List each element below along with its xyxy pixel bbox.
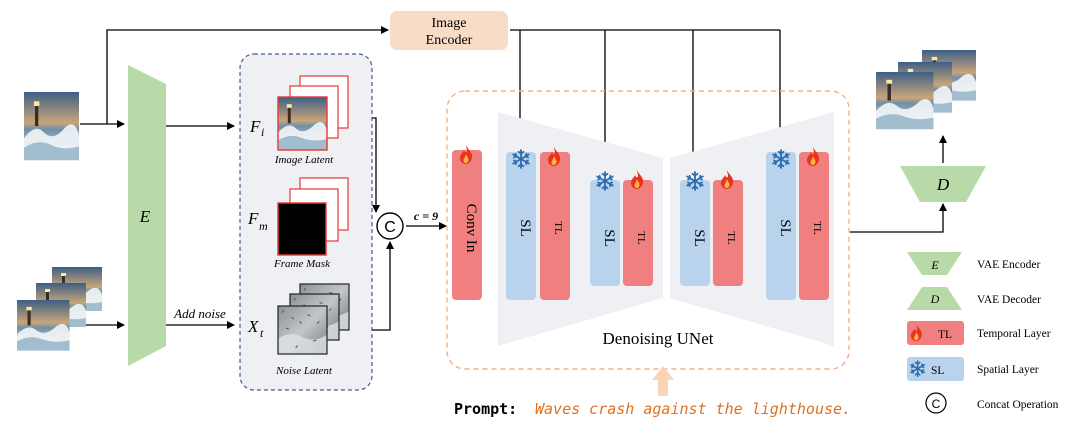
legend-encoder-letter: E — [930, 258, 939, 272]
legend-temporal-swatch — [907, 321, 964, 345]
sl-label-2: SL — [601, 229, 617, 247]
unet-dashed-box — [446, 90, 850, 370]
fm-subscript: m — [259, 219, 268, 233]
legend: E VAE Encoder D VAE Decoder TL Temporal … — [907, 252, 1059, 414]
concat-symbol: C — [384, 219, 396, 236]
tl-label-1: TL — [552, 221, 564, 235]
image-latent-stack — [277, 75, 349, 151]
encoder-letter: E — [139, 207, 151, 226]
sl-block-2 — [590, 180, 620, 286]
prompt-arrow — [652, 366, 674, 396]
noise-latent-caption: Noise Latent — [275, 365, 333, 377]
legend-encoder-swatch — [907, 252, 962, 275]
legend-concat-icon — [925, 392, 947, 414]
sl-label-1: SL — [517, 219, 533, 237]
unet-encoder-trapezoid — [498, 112, 663, 346]
input-video-frames — [17, 267, 102, 351]
fm-symbol: F — [247, 209, 259, 228]
tl-label-4: TL — [811, 221, 823, 235]
legend-spatial-swatch — [907, 357, 964, 381]
frame-mask-stack — [277, 177, 349, 256]
sl-label-3: SL — [691, 229, 707, 247]
flame-icon — [460, 145, 473, 164]
prompt-label: Prompt: — [454, 400, 517, 418]
legend-spatial: Spatial Layer — [977, 364, 1039, 376]
vae-encoder-shape — [128, 65, 166, 366]
frame-mask-caption: Frame Mask — [273, 258, 331, 270]
conv-in-label: Conv In — [463, 204, 479, 253]
xt-subscript: t — [260, 326, 264, 340]
sl-block-1 — [506, 152, 536, 300]
legend-vae-encoder: VAE Encoder — [977, 259, 1041, 271]
xt-symbol: X — [247, 317, 259, 336]
sl-block-3 — [680, 180, 710, 286]
tl-block-1 — [540, 152, 570, 300]
conv-in-block — [452, 150, 482, 300]
input-image — [24, 92, 79, 161]
concat-icon — [376, 212, 404, 240]
tl-label-2: TL — [635, 231, 647, 245]
legend-tl-abbr: TL — [938, 329, 952, 341]
prompt-text: Waves crash against the lighthouse. — [535, 400, 851, 418]
output-video-frames — [876, 50, 976, 130]
unet-label: Denoising UNet — [603, 329, 714, 348]
legend-concat-symbol: C — [932, 397, 941, 411]
image-encoder-label-1: Image — [432, 16, 467, 31]
tl-block-2 — [623, 180, 653, 286]
add-noise-label: Add noise — [173, 306, 226, 321]
sl-block-4 — [766, 152, 796, 300]
legend-vae-decoder: VAE Decoder — [977, 294, 1041, 306]
legend-concat: Concat Operation — [977, 399, 1059, 411]
noise-latent-stack — [277, 283, 350, 355]
tl-label-3: TL — [725, 231, 737, 245]
legend-decoder-swatch — [907, 287, 962, 310]
legend-decoder-letter: D — [930, 292, 940, 306]
tl-block-4 — [799, 152, 829, 300]
edge-input-to-image-encoder — [106, 26, 389, 124]
fi-subscript: i — [261, 125, 264, 139]
channels-label: c = 9 — [414, 209, 438, 223]
edge-unet-to-D — [850, 203, 947, 233]
tl-block-3 — [713, 180, 743, 286]
fi-symbol: F — [249, 117, 261, 136]
image-latent-caption: Image Latent — [274, 154, 334, 166]
image-encoder-box — [390, 11, 508, 50]
legend-temporal: Temporal Layer — [977, 328, 1051, 340]
sl-label-4: SL — [777, 219, 793, 237]
decoder-letter: D — [936, 175, 950, 194]
legend-sl-abbr: SL — [931, 365, 944, 377]
image-encoder-label-2: Encoder — [426, 33, 473, 48]
vae-decoder-shape — [900, 166, 986, 202]
